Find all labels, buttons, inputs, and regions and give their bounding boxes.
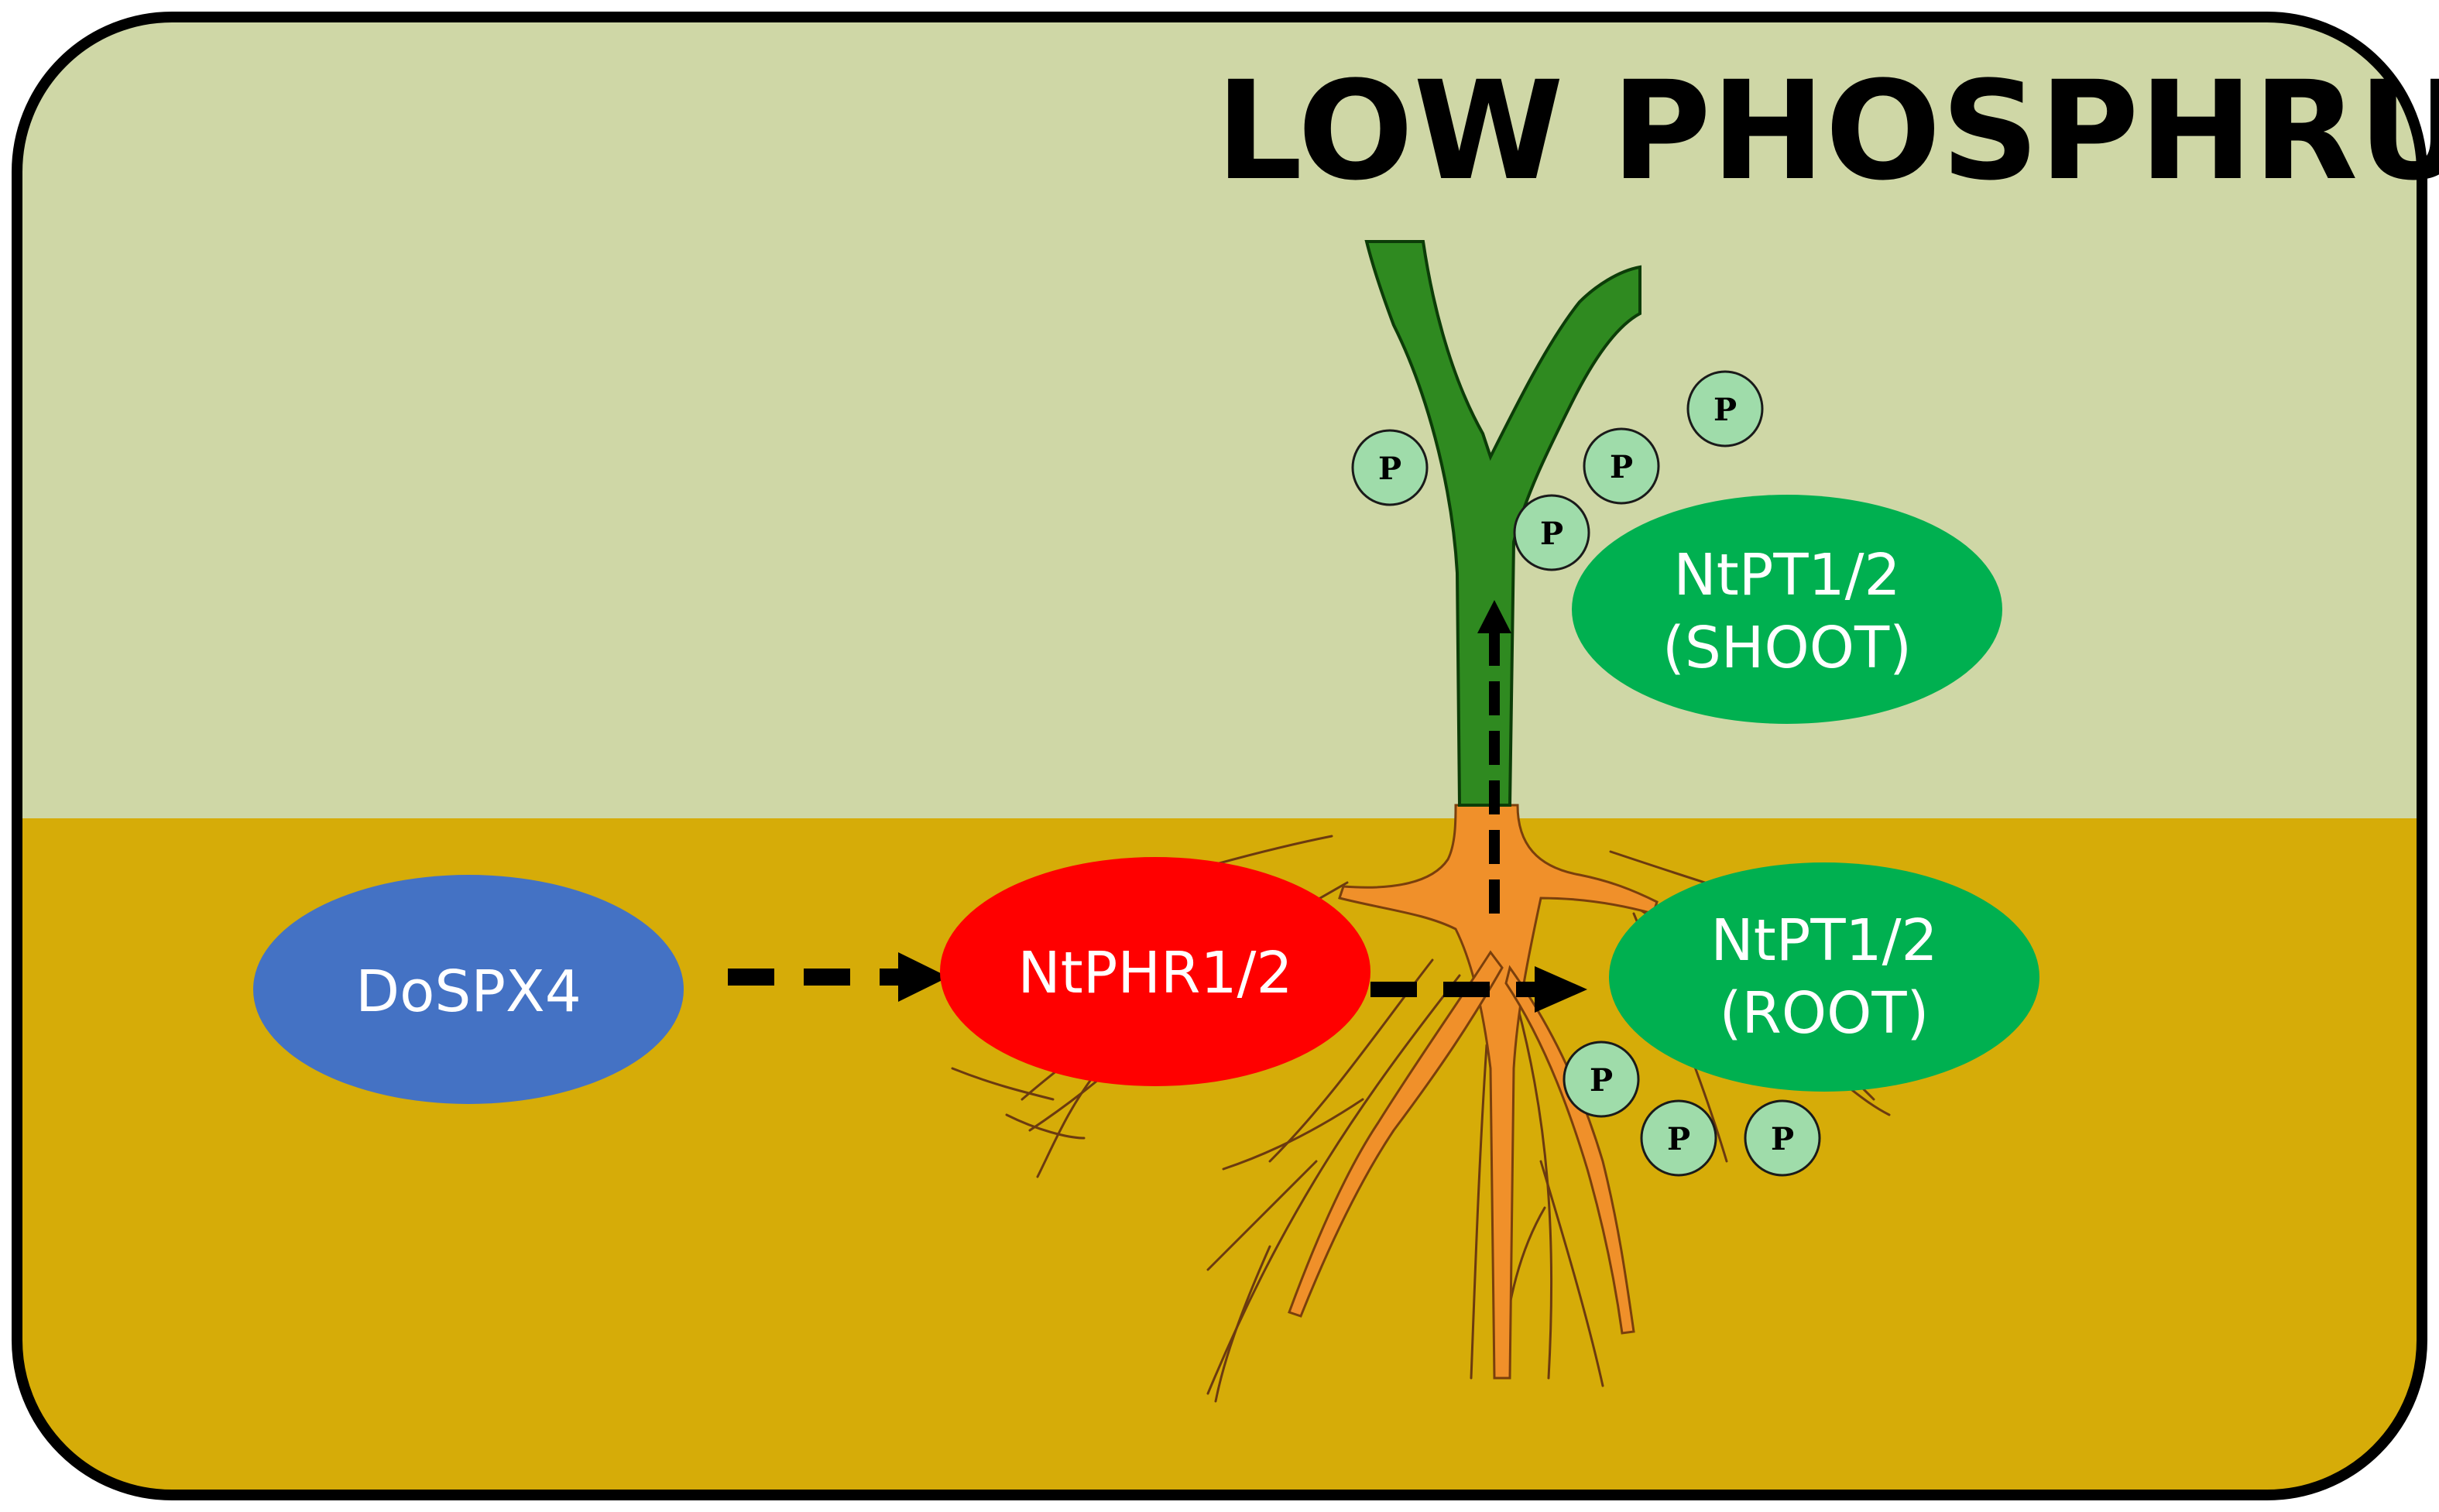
ntpt-root-ellipse (1609, 862, 2039, 1092)
phosphate-label: P (1667, 1121, 1690, 1157)
phosphate-circle: P (1351, 429, 1429, 506)
phosphate-ions: P P P P P P P (1351, 370, 1821, 1177)
phosphate-label: P (1378, 451, 1401, 487)
node-ntpt-root: NtPT1/2 (ROOT) (1609, 862, 2039, 1092)
sky-area (17, 17, 2422, 818)
ntpt-shoot-label-line1: NtPT1/2 (1673, 542, 1900, 609)
phosphate-circle: P (1563, 1041, 1640, 1118)
ntpt-root-label-line2: (ROOT) (1720, 980, 1930, 1047)
phosphate-label: P (1540, 516, 1563, 552)
ntpt-shoot-label-line2: (SHOOT) (1662, 615, 1912, 681)
phosphate-label: P (1771, 1121, 1794, 1157)
phosphate-label: P (1713, 392, 1737, 428)
phosphate-circle: P (1640, 1099, 1717, 1177)
phosphate-label: P (1590, 1062, 1613, 1099)
ntphr-ellipse (940, 857, 1370, 1086)
node-ntphr: NtPHR1/2 (940, 857, 1370, 1086)
node-ntpt-shoot: NtPT1/2 (SHOOT) (1572, 495, 2002, 724)
frame-border (12, 12, 2427, 1500)
phosphate-circle: P (1744, 1099, 1821, 1177)
phosphate-circle: P (1513, 494, 1590, 571)
ntpt-root-label-line1: NtPT1/2 (1710, 907, 1937, 974)
ntphr-label: NtPHR1/2 (1017, 940, 1292, 1006)
arrow-ntphr-to-root (1370, 966, 1587, 1013)
plant-stem (1364, 240, 1641, 807)
phosphate-circle: P (1686, 370, 1764, 447)
ntpt-shoot-ellipse (1572, 495, 2002, 724)
phosphate-label: P (1610, 449, 1633, 485)
arrow-dospx4-to-ntphr (728, 952, 948, 1002)
arrow-root-to-shoot (1477, 600, 1511, 914)
arrows (728, 600, 1587, 1013)
dospx4-label: DoSPX4 (355, 958, 581, 1025)
dospx4-ellipse (253, 875, 684, 1104)
node-dospx4: DoSPX4 (253, 875, 684, 1104)
phosphate-circle: P (1583, 427, 1660, 505)
diagram-title: LOW PHOSPHRUS (1216, 52, 2439, 211)
